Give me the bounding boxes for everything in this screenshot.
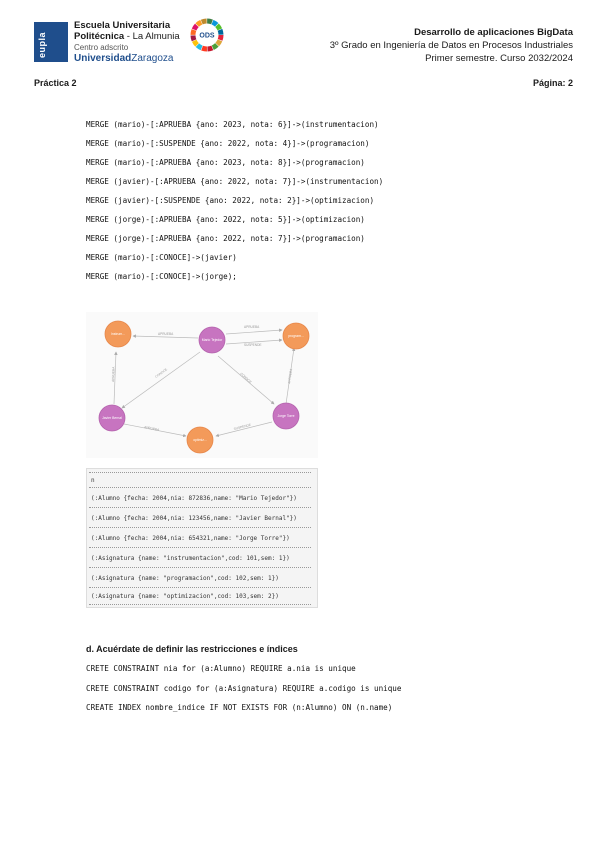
table-header: n xyxy=(91,477,95,484)
page-subheader: Práctica 2 Página: 2 xyxy=(34,78,573,88)
table-divider xyxy=(89,472,311,473)
constraint-line: CRETE CONSTRAINT codigo for (a:Asignatur… xyxy=(86,684,402,693)
edge-label: CONOCE xyxy=(239,372,252,384)
table-divider xyxy=(89,604,311,605)
table-row: (:Asignatura {name: "optimizacion",cod: … xyxy=(91,593,279,600)
edge-mario-jorge xyxy=(217,355,275,405)
node-subject xyxy=(186,426,214,454)
code-line: MERGE (mario)-[:APRUEBA {ano: 2023, nota… xyxy=(86,120,379,129)
graph-edges xyxy=(113,328,296,438)
constraint-line: CRETE CONSTRAINT nia for (a:Alumno) REQU… xyxy=(86,664,356,673)
section-d-title: d. Acuérdate de definir las restriccione… xyxy=(86,644,298,654)
node-label: program... xyxy=(288,334,304,338)
code-line: MERGE (javier)-[:SUSPENDE {ano: 2022, no… xyxy=(86,196,375,205)
edge-label: CONOCE xyxy=(154,367,168,378)
edge-mario-prog-a xyxy=(225,328,283,335)
query-result-table: n (:Alumno {fecha: 2004,nia: 872836,name… xyxy=(86,468,318,608)
logo-mark-text: eupla xyxy=(37,31,47,58)
code-line: MERGE (mario)-[:SUSPENDE {ano: 2022, not… xyxy=(86,139,370,148)
eupla-logo-mark: eupla xyxy=(34,22,68,62)
node-label: Jorge Torre xyxy=(277,414,294,418)
table-row: (:Asignatura {name: "instrumentacion",co… xyxy=(91,555,290,562)
edge-label: APRUEBA xyxy=(287,368,293,385)
code-line: MERGE (mario)-[:CONOCE]->(jorge); xyxy=(86,272,237,281)
degree-name: 3º Grado en Ingeniería de Datos en Proce… xyxy=(329,40,573,51)
edge-label: APRUEBA xyxy=(111,366,116,382)
edge-label: APRUEBA xyxy=(158,332,174,336)
edge-mario-prog-b xyxy=(225,338,283,345)
edge-jorge-prog xyxy=(285,347,296,405)
table-row: (:Alumno {fecha: 2004,nia: 872836,name: … xyxy=(91,495,297,502)
graph-nodes: Instrum... Mario Tejedor program... Javi… xyxy=(98,320,310,454)
logo-line-2: Politécnica - La Almunia xyxy=(74,31,180,42)
edge-label: APRUEBA xyxy=(244,325,260,329)
table-divider xyxy=(89,527,311,528)
code-line: MERGE (mario)-[:APRUEBA {ano: 2023, nota… xyxy=(86,158,365,167)
edge-mario-javier xyxy=(121,351,201,409)
table-row: (:Alumno {fecha: 2004,nia: 123456,name: … xyxy=(91,515,297,522)
node-student xyxy=(272,402,300,430)
edge-javier-opt xyxy=(123,423,187,438)
logo-line-4: UniversidadZaragoza xyxy=(74,53,180,64)
graph-visualization: APRUEBA APRUEBA SUSPENDE APRUEBA CONOCE … xyxy=(86,312,318,458)
logo-line-4b: Zaragoza xyxy=(131,53,174,64)
node-label: Instrum... xyxy=(111,332,125,336)
document-header: Desarrollo de aplicaciones BigData 3º Gr… xyxy=(330,26,573,65)
edge-javier-instr xyxy=(113,351,118,405)
code-line: MERGE (jorge)-[:APRUEBA {ano: 2022, nota… xyxy=(86,215,365,224)
ods-wheel-icon: ODS xyxy=(190,18,224,52)
ods-wheel-segments xyxy=(190,18,224,52)
page-number: Página: 2 xyxy=(532,78,573,88)
node-label: optimiz... xyxy=(193,438,207,442)
logo-line-1: Escuela Universitaria xyxy=(74,20,171,31)
logo-line-3: Centro adscrito xyxy=(74,43,129,52)
node-student xyxy=(198,326,226,354)
table-row: (:Alumno {fecha: 2004,nia: 654321,name: … xyxy=(91,535,290,542)
logo-line-2a: Politécnica xyxy=(74,31,125,42)
course-title: Desarrollo de aplicaciones BigData xyxy=(414,27,573,38)
code-line: MERGE (javier)-[:APRUEBA {ano: 2022, not… xyxy=(86,177,384,186)
node-subject xyxy=(104,320,132,348)
node-label: Mario Tejedor xyxy=(202,338,223,342)
code-line: MERGE (mario)-[:CONOCE]->(javier) xyxy=(86,253,237,262)
edge-mario-instr xyxy=(132,334,199,339)
term-info: Primer semestre. Curso 2032/2024 xyxy=(425,53,573,64)
table-divider xyxy=(89,567,311,568)
practice-label: Práctica 2 xyxy=(34,78,77,88)
edge-jorge-opt xyxy=(215,421,273,437)
table-divider xyxy=(89,487,311,488)
table-divider xyxy=(89,547,311,548)
edge-label: APRUEBA xyxy=(144,425,161,432)
edge-label: SUSPENDE xyxy=(233,423,251,431)
code-line: MERGE (jorge)-[:APRUEBA {ano: 2022, nota… xyxy=(86,234,365,243)
table-divider xyxy=(89,507,311,508)
index-line: CREATE INDEX nombre_indice IF NOT EXISTS… xyxy=(86,703,393,712)
table-row: (:Asignatura {name: "programacion",cod: … xyxy=(91,575,279,582)
edge-label: SUSPENDE xyxy=(244,343,262,347)
node-subject xyxy=(282,322,310,350)
node-student xyxy=(98,404,126,432)
node-label: Javier Bernal xyxy=(102,416,122,420)
university-logo: eupla Escuela Universitaria Politécnica … xyxy=(34,18,224,64)
table-divider xyxy=(89,587,311,588)
logo-line-2b: - La Almunia xyxy=(124,31,180,42)
logo-line-4a: Universidad xyxy=(74,53,132,64)
ods-label: ODS xyxy=(199,33,215,40)
logo-text: Escuela Universitaria Politécnica - La A… xyxy=(74,20,180,64)
